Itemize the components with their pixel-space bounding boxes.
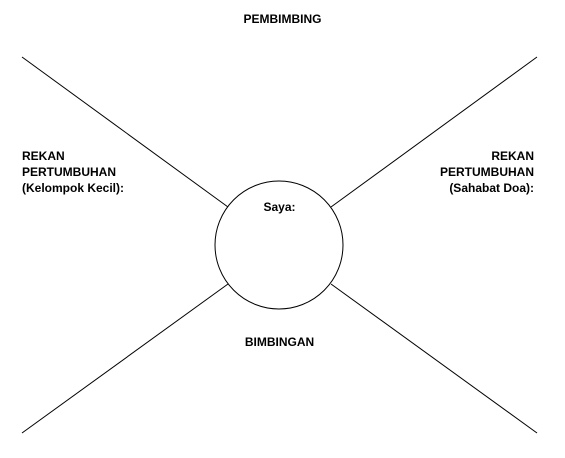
small-group-label: REKAN PERTUMBUHAN (Kelompok Kecil): <box>22 148 124 196</box>
mentor-label: PEMBIMBING <box>243 12 322 26</box>
prayer-partner-label-line3: (Sahabat Doa): <box>449 181 534 195</box>
prayer-partner-label-line1: REKAN <box>491 149 534 163</box>
small-group-label-line1: REKAN <box>22 149 65 163</box>
mentee-label: BIMBINGAN <box>244 335 315 349</box>
center-circle <box>214 180 344 310</box>
small-group-label-line2: PERTUMBUHAN <box>22 165 116 179</box>
prayer-partner-label-line2: PERTUMBUHAN <box>440 165 534 179</box>
lower-left-line <box>21 283 229 434</box>
small-group-label-line3: (Kelompok Kecil): <box>22 181 125 195</box>
upper-left-line <box>21 56 229 208</box>
upper-right-line <box>330 56 538 208</box>
lower-right-line <box>330 283 538 434</box>
prayer-partner-label: REKAN PERTUMBUHAN (Sahabat Doa): <box>440 148 534 196</box>
self-label: Saya: <box>263 200 296 214</box>
